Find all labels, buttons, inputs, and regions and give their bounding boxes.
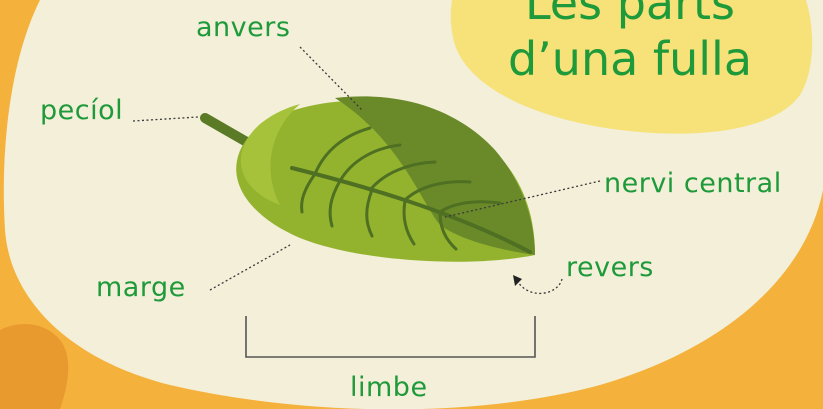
title-line-2: d’una fulla [507,32,753,86]
side-vein [403,180,472,202]
side-veins [300,126,502,251]
title-line-1: Les parts [524,0,735,30]
side-vein [328,179,342,228]
side-vein [402,199,416,246]
leader-marge [209,244,291,291]
side-vein [338,143,402,183]
label-nervi-central: nervi central [604,168,782,199]
title-bubble [450,0,813,134]
revers-arrowhead [513,275,522,286]
leaf-dark-side [335,96,535,255]
leader-anvers [299,46,363,111]
leader-peciol [132,116,199,122]
side-vein [438,211,458,251]
side-vein [365,188,374,238]
leader-lines [132,46,601,295]
leaf-highlight [240,104,300,205]
label-revers: revers [566,252,654,283]
label-anvers: anvers [196,12,291,43]
side-vein [368,160,437,192]
label-marge: marge [96,272,186,303]
limbe-bracket [245,316,536,358]
side-vein [300,172,317,214]
decorative-leaf [0,324,69,409]
label-limbe: limbe [350,372,428,403]
side-vein [313,126,372,176]
label-peciol: pecíol [40,95,124,126]
side-vein [438,200,502,214]
